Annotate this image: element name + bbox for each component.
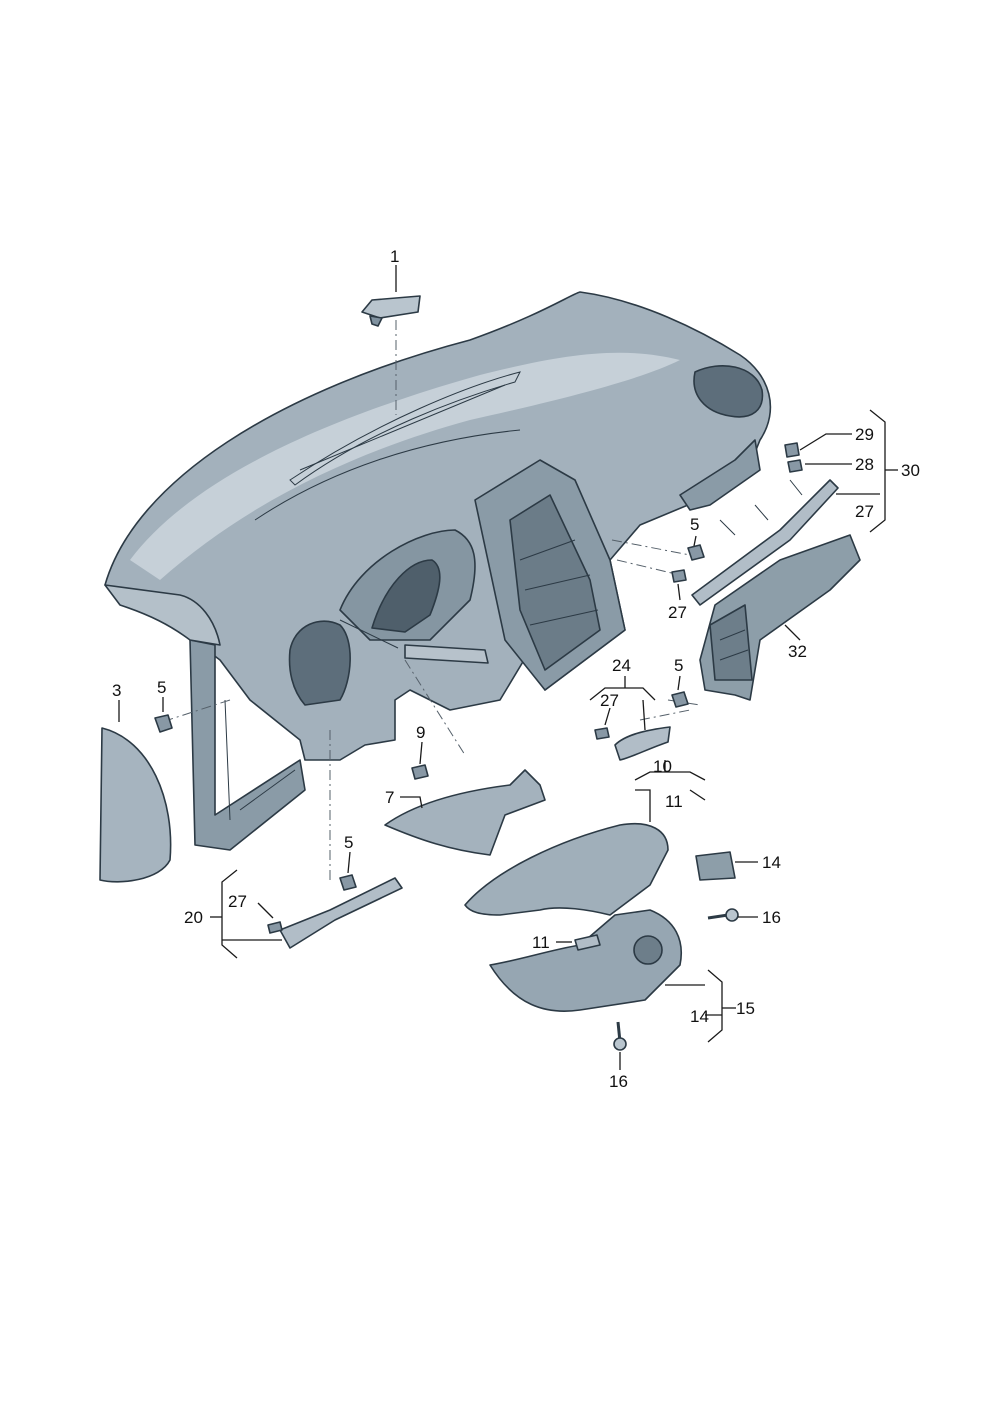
dashboard-panel	[104, 291, 772, 851]
label-24: 24	[612, 656, 631, 675]
screw-16-bottom	[613, 1021, 627, 1051]
label-11-lower: 11	[532, 933, 550, 952]
label-1: 1	[390, 247, 399, 266]
label-5-left: 5	[157, 678, 166, 697]
screw-16-right	[707, 908, 739, 922]
clip-5-lower	[339, 874, 357, 891]
part-20-trim-strip	[279, 877, 403, 949]
part-32-glove-box	[699, 534, 861, 701]
label-10: 10	[653, 757, 672, 776]
label-16-bottom: 16	[609, 1072, 628, 1091]
label-3: 3	[112, 681, 121, 700]
part-14-cap	[695, 851, 736, 881]
clip-5-center	[671, 691, 689, 708]
label-27-top: 27	[855, 502, 874, 521]
part-30-trim-assembly	[671, 442, 839, 606]
label-30: 30	[901, 461, 920, 480]
part-3-side-cover	[99, 727, 172, 883]
part-7-lower-cover	[384, 769, 546, 856]
clip-5-left	[154, 714, 173, 733]
label-29: 29	[855, 425, 874, 444]
label-9: 9	[416, 723, 425, 742]
clip-5-right	[687, 544, 705, 561]
label-27-right: 27	[668, 603, 687, 622]
label-5-center: 5	[674, 656, 683, 675]
reference-numbers: 1 3 5 9 7 5 27 20 24 5 27 10 11 14 16 11…	[112, 247, 920, 1091]
label-5-lower: 5	[344, 833, 353, 852]
label-15: 15	[736, 999, 755, 1018]
label-5-right: 5	[690, 515, 699, 534]
insert-27-center	[594, 727, 610, 740]
clip-9	[411, 764, 429, 780]
label-14-lower: 14	[690, 1007, 709, 1026]
label-16-right: 16	[762, 908, 781, 927]
label-27-left: 27	[228, 892, 247, 911]
label-27-center: 27	[600, 691, 619, 710]
part-10-upper-shroud	[464, 823, 669, 916]
label-32: 32	[788, 642, 807, 661]
label-20: 20	[184, 908, 203, 927]
ignition-opening	[633, 935, 663, 965]
insert-27-left	[267, 921, 283, 934]
leader-lines	[118, 265, 898, 1070]
part-11-insert	[574, 934, 601, 951]
label-11-upper: 11	[665, 792, 683, 811]
label-14-upper: 14	[762, 853, 781, 872]
label-7: 7	[385, 788, 394, 807]
label-28: 28	[855, 455, 874, 474]
part-1-cover	[361, 295, 421, 327]
part-24-trim	[614, 726, 671, 761]
part-15-lower-shroud	[489, 909, 682, 1012]
